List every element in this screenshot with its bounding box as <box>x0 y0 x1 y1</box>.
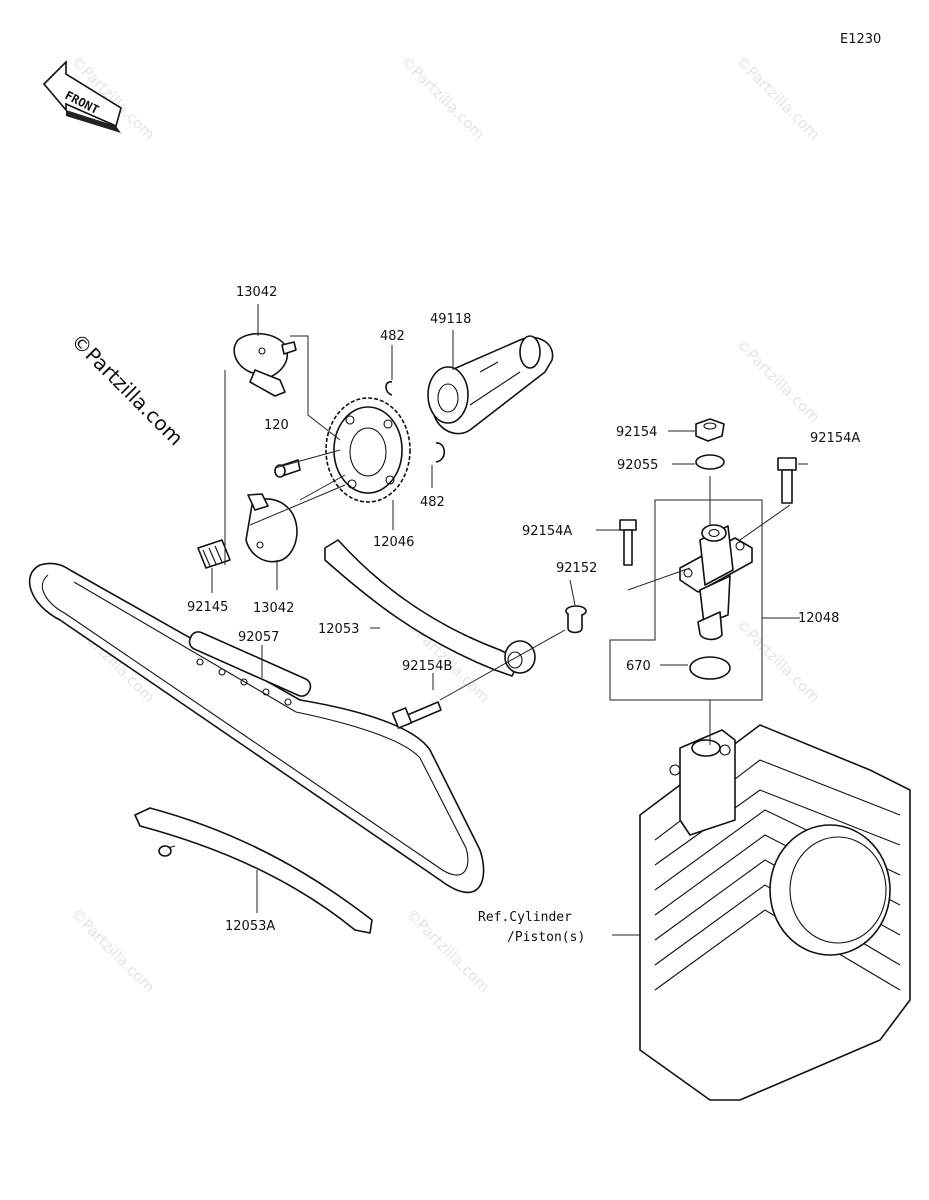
cam-sprocket-12046 <box>325 397 411 503</box>
label-92154b: 92154B <box>402 659 452 674</box>
spring-92145 <box>197 539 231 569</box>
cylinder-reference <box>639 724 911 1101</box>
watermark-main: ©Partzilla.com <box>66 329 188 451</box>
label-ref-cylinder: Ref.Cylinder <box>478 910 572 925</box>
bolt-120 <box>274 459 301 478</box>
guide-pivot-bushing <box>504 640 536 674</box>
chain-link-segment <box>188 631 312 706</box>
weight-13042-top <box>233 332 297 397</box>
cam-chain-drawing <box>28 562 485 894</box>
weight-13042-bottom <box>245 493 298 563</box>
tensioner-assembly-12048 <box>679 524 753 641</box>
label-92145: 92145 <box>187 600 228 615</box>
label-12046: 12046 <box>373 535 414 550</box>
label-92055: 92055 <box>617 458 658 473</box>
leader-lines <box>211 304 808 936</box>
label-ref-piston: /Piston(s) <box>507 930 585 945</box>
bolt-92154a-right <box>777 457 797 504</box>
camshaft-49118 <box>427 335 554 435</box>
tensioner-guide-12053 <box>324 539 521 677</box>
label-670: 670 <box>626 659 651 674</box>
watermark: ©Partzilla.com <box>732 52 823 143</box>
label-92154a-left: 92154A <box>522 524 572 539</box>
part-labels: 13042 49118 482 120 482 12046 92145 1304… <box>187 285 860 945</box>
label-482-top: 482 <box>380 329 405 344</box>
circlip-482-top <box>385 381 393 396</box>
circlip-482-bottom <box>435 442 446 463</box>
watermark: ©Partzilla.com <box>732 335 823 426</box>
label-12053: 12053 <box>318 622 359 637</box>
diagram-code: E1230 <box>840 32 881 47</box>
label-92152: 92152 <box>556 561 597 576</box>
watermark: ©Partzilla.com <box>67 905 158 996</box>
label-49118: 49118 <box>430 312 471 327</box>
o-ring-670 <box>689 656 731 680</box>
label-13042-bottom: 13042 <box>253 601 294 616</box>
nut-92154 <box>695 418 725 442</box>
label-12053a: 12053A <box>225 919 275 934</box>
bolt-92154a-left <box>619 519 637 566</box>
watermark: ©Partzilla.com <box>397 52 488 143</box>
watermark: ©Partzilla.com <box>732 615 823 706</box>
o-ring-92055 <box>695 454 725 470</box>
label-92057: 92057 <box>238 630 279 645</box>
label-482-bottom: 482 <box>420 495 445 510</box>
label-12048: 12048 <box>798 611 839 626</box>
label-13042-top: 13042 <box>236 285 277 300</box>
label-120: 120 <box>264 418 289 433</box>
bushing-92152 <box>565 605 587 634</box>
label-92154: 92154 <box>616 425 657 440</box>
bolt-92154b <box>391 701 442 729</box>
chain-guide-12053a <box>134 807 373 934</box>
label-92154a-right: 92154A <box>810 431 860 446</box>
